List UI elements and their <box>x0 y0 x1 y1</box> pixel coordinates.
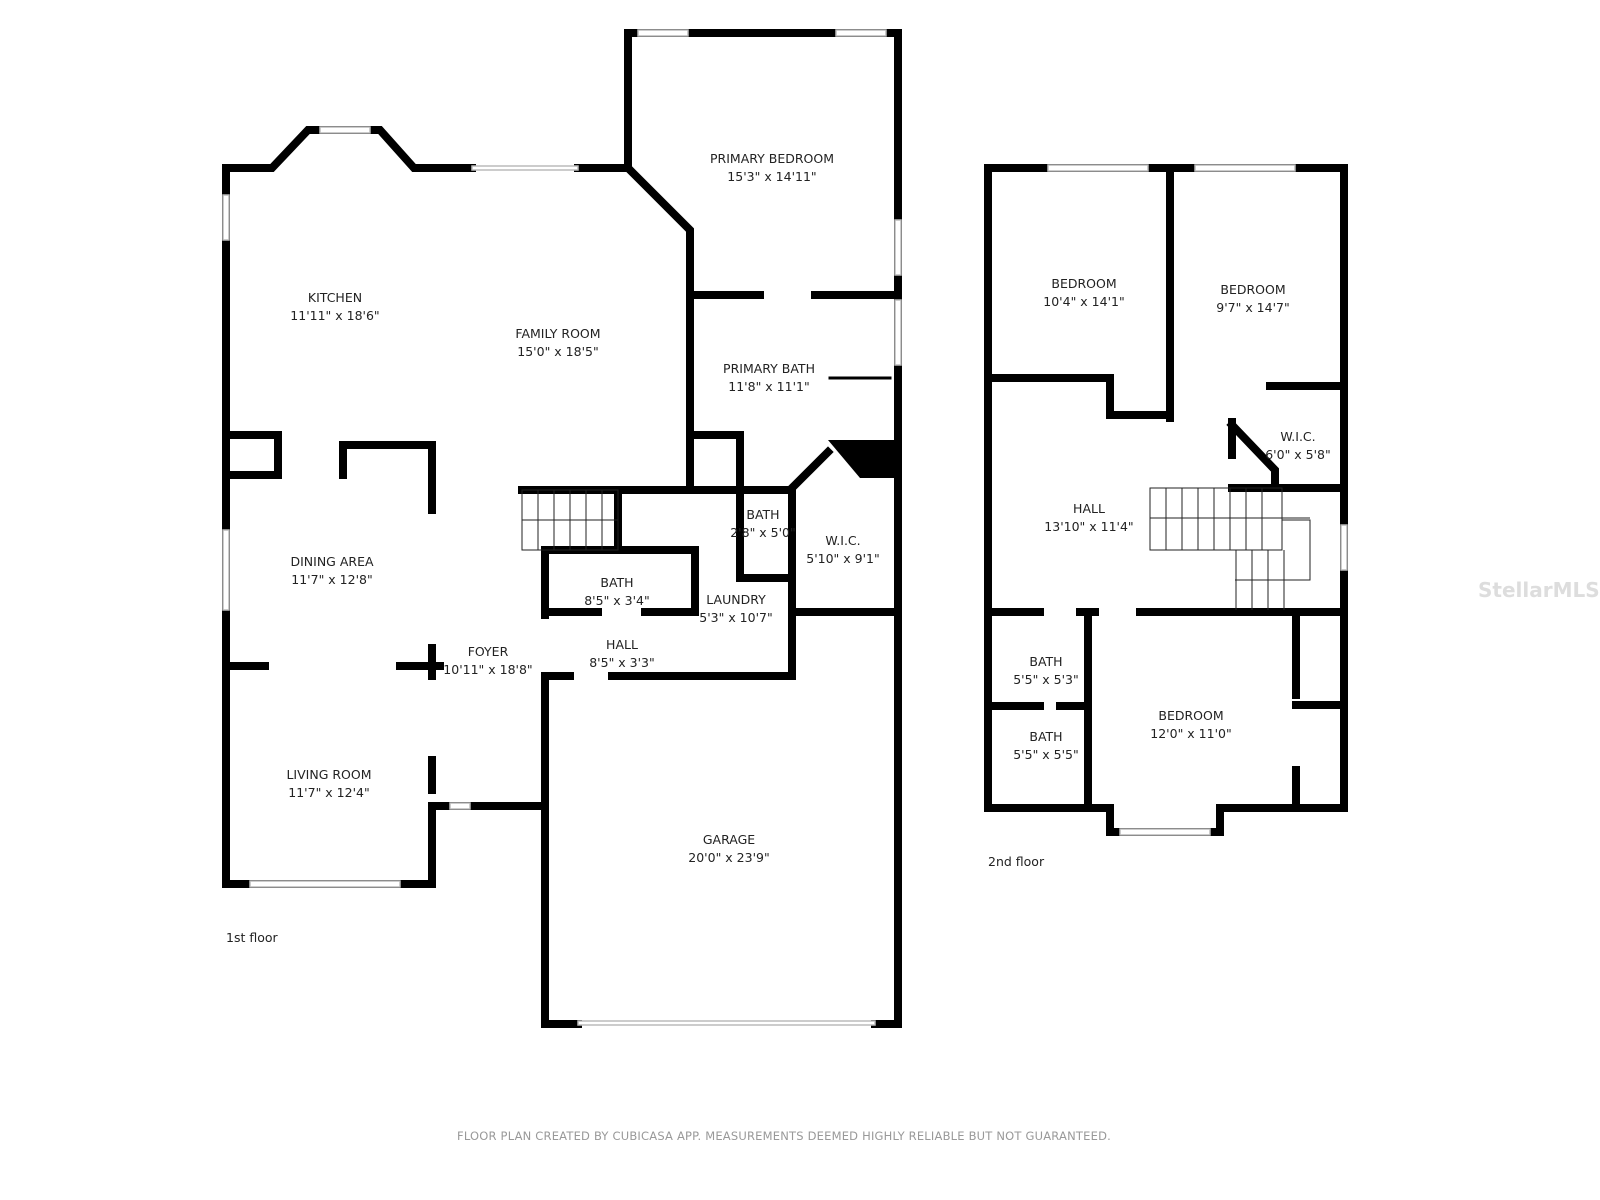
room-name: HALL <box>606 637 638 652</box>
room-name: BATH <box>1029 729 1062 744</box>
room-dims: 11'7" x 12'8" <box>291 572 372 587</box>
room-dims: 11'7" x 12'4" <box>288 785 369 800</box>
room-name: BATH <box>600 575 633 590</box>
room-labels-second-floor: BEDROOM 10'4" x 14'1" BEDROOM 9'7" x 14'… <box>1013 276 1331 762</box>
room-name: BEDROOM <box>1158 708 1223 723</box>
room-name: FAMILY ROOM <box>515 326 600 341</box>
watermark: StellarMLS <box>1478 578 1600 602</box>
room-name: LIVING ROOM <box>286 767 371 782</box>
first-floor-windows <box>222 29 902 1026</box>
room-name: W.I.C. <box>1280 429 1315 444</box>
second-floor-windows <box>1047 164 1348 836</box>
room-dims: 15'0" x 18'5" <box>517 344 598 359</box>
room-name: PRIMARY BATH <box>723 361 815 376</box>
room-dims: 20'0" x 23'9" <box>688 850 769 865</box>
room-dims: 8'5" x 3'4" <box>584 593 650 608</box>
room-name: W.I.C. <box>825 533 860 548</box>
room-dims: 2'8" x 5'0" <box>730 525 796 540</box>
room-labels-first-floor: PRIMARY BEDROOM 15'3" x 14'11" KITCHEN 1… <box>286 151 879 865</box>
room-name: PRIMARY BEDROOM <box>710 151 834 166</box>
room-name: FOYER <box>468 644 509 659</box>
room-name: HALL <box>1073 501 1105 516</box>
room-name: BATH <box>1029 654 1062 669</box>
first-floor-walls <box>222 29 902 1028</box>
room-name: LAUNDRY <box>706 592 766 607</box>
fireplace <box>828 440 894 478</box>
room-dims: 10'4" x 14'1" <box>1043 294 1124 309</box>
room-dims: 5'5" x 5'3" <box>1013 672 1079 687</box>
footer-disclaimer: FLOOR PLAN CREATED BY CUBICASA APP. MEAS… <box>457 1129 1111 1143</box>
room-dims: 8'5" x 3'3" <box>589 655 655 670</box>
room-dims: 5'5" x 5'5" <box>1013 747 1079 762</box>
room-name: BATH <box>746 507 779 522</box>
room-dims: 9'7" x 14'7" <box>1216 300 1289 315</box>
second-floor-walls <box>984 164 1348 836</box>
room-dims: 12'0" x 11'0" <box>1150 726 1231 741</box>
room-dims: 10'11" x 18'8" <box>443 662 532 677</box>
room-dims: 13'10" x 11'4" <box>1044 519 1133 534</box>
room-dims: 11'8" x 11'1" <box>728 379 809 394</box>
first-floor-label: 1st floor <box>226 930 279 945</box>
room-dims: 11'11" x 18'6" <box>290 308 379 323</box>
room-dims: 6'0" x 5'8" <box>1265 447 1331 462</box>
room-name: KITCHEN <box>308 290 362 305</box>
room-name: BEDROOM <box>1051 276 1116 291</box>
room-dims: 5'3" x 10'7" <box>699 610 772 625</box>
room-dims: 5'10" x 9'1" <box>806 551 879 566</box>
room-name: GARAGE <box>703 832 755 847</box>
room-dims: 15'3" x 14'11" <box>727 169 816 184</box>
second-floor-stairs <box>1149 487 1311 610</box>
room-name: DINING AREA <box>290 554 373 569</box>
second-floor-label: 2nd floor <box>988 854 1045 869</box>
first-floor-stairs <box>521 489 619 551</box>
room-name: BEDROOM <box>1220 282 1285 297</box>
